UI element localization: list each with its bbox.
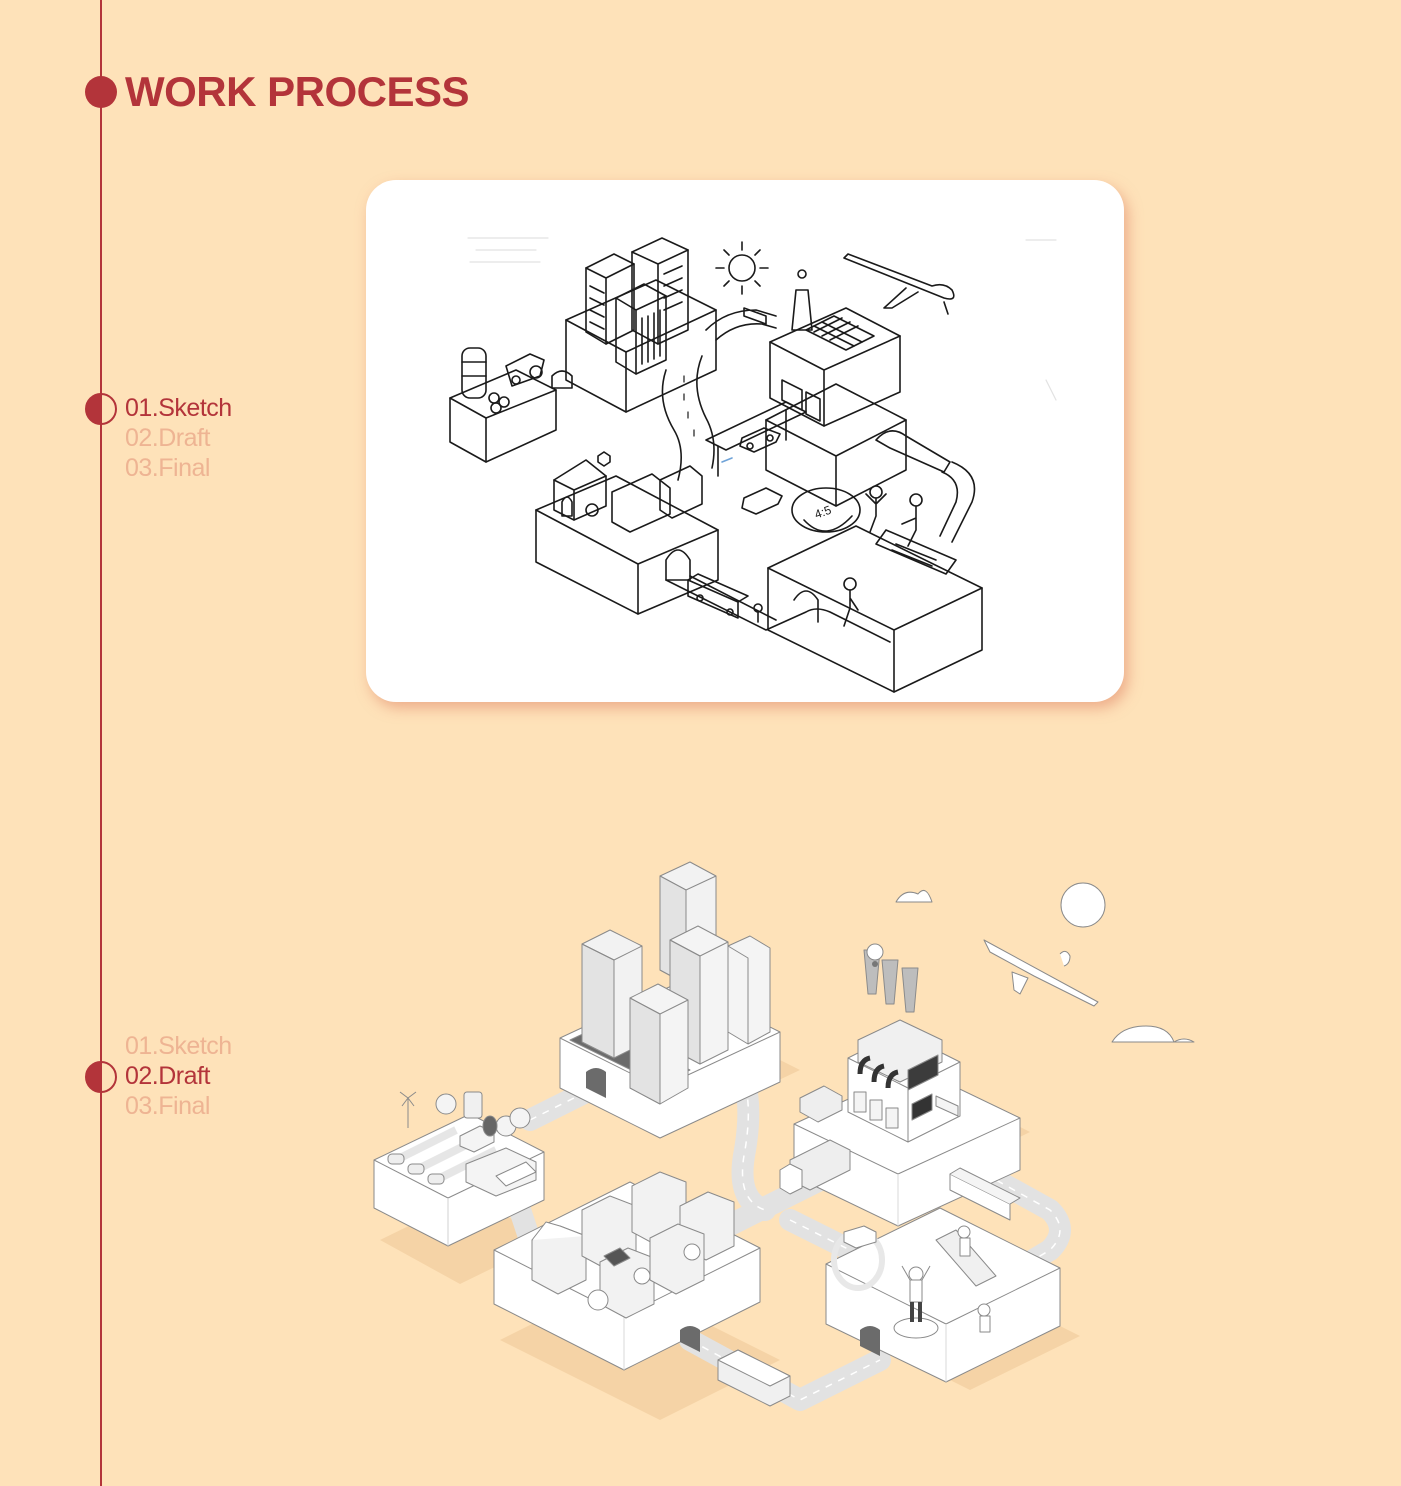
train-sketch: [875, 430, 976, 543]
half-circle-step-marker-icon: [85, 1061, 117, 1093]
houses-sketch: [535, 451, 719, 615]
step-final[interactable]: 03.Final: [125, 1092, 210, 1120]
farm-sketch: [449, 347, 573, 463]
step-draft[interactable]: 02.Draft: [125, 424, 210, 452]
step-sketch[interactable]: 01.Sketch: [125, 1032, 232, 1060]
sky: [895, 882, 1195, 1043]
step-sketch[interactable]: 01.Sketch: [125, 394, 232, 422]
houses-block: [493, 1171, 761, 1371]
farm-block: [373, 1091, 545, 1247]
step-list-draft: 01.Sketch 02.Draft 03.Final: [125, 1031, 232, 1121]
factory-sketch: [765, 269, 907, 507]
sketch-illustration: 4:5: [449, 237, 1057, 693]
bus-sketch: [687, 573, 763, 623]
svg-text:4:5: 4:5: [813, 503, 834, 522]
van: [717, 1349, 791, 1407]
page-title: WORK PROCESS: [125, 68, 470, 115]
bridge-sketch: [705, 401, 807, 515]
truck: [779, 1139, 1021, 1221]
sketch-card: 4:5: [366, 180, 1124, 702]
step-draft[interactable]: 02.Draft: [125, 1062, 210, 1090]
lower-road-sketch: [665, 549, 891, 643]
step-list-sketch: 01.Sketch 02.Draft 03.Final: [125, 393, 232, 483]
fitness-block: [825, 1207, 1061, 1383]
step-final[interactable]: 03.Final: [125, 454, 210, 482]
timeline-line: [100, 0, 102, 1486]
fitness-sketch: 4:5: [767, 485, 983, 693]
title-bullet-icon: [85, 76, 117, 108]
draft-illustration: [360, 860, 1240, 1450]
airplane-sketch: [843, 253, 955, 315]
half-circle-step-marker-icon: [85, 393, 117, 425]
sun-sketch: [715, 241, 769, 295]
road-sketch: [705, 307, 777, 341]
skyscraper-sketch: [565, 237, 717, 481]
towers-block: [559, 861, 781, 1139]
